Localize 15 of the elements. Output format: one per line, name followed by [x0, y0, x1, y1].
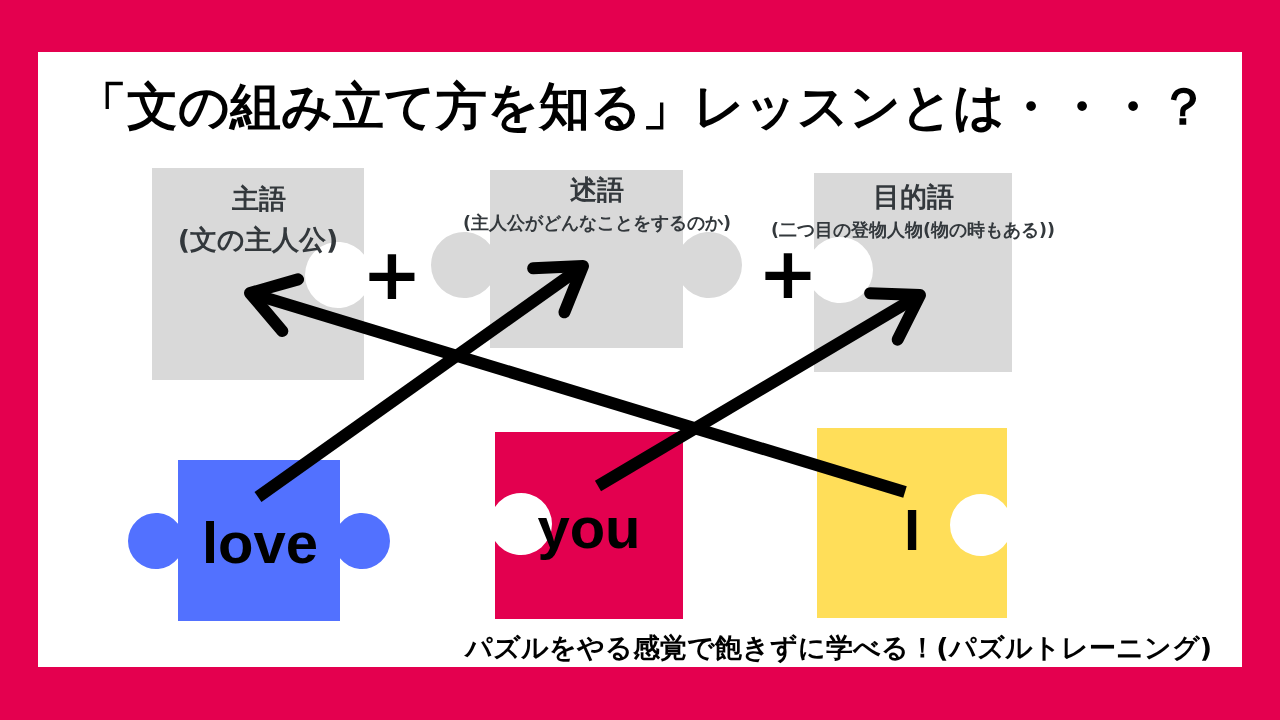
arrow [254, 260, 589, 502]
piece-heading: 述語 [570, 173, 624, 207]
title: 「文の組み立て方を知る」レッスンとは・・・？ [75, 76, 1209, 138]
plus-sign: + [757, 247, 819, 299]
piece-heading: 目的語 [872, 180, 954, 214]
caption: パズルをやる感覚で飽きずに学べる！(パズルトレーニング) [465, 631, 1212, 665]
arrow [594, 287, 926, 492]
plus-sign: + [361, 248, 423, 300]
piece-word: I [903, 500, 921, 559]
piece-heading: 主語 [232, 182, 286, 216]
piece-subtitle: (主人公がどんなことをするのか) [463, 212, 731, 234]
piece-subtitle: (文の主人公) [177, 223, 339, 257]
piece-word: love [201, 513, 319, 572]
piece-subtitle: (二つ目の登物人物(物の時もある)) [771, 219, 1055, 241]
arrow [244, 273, 907, 498]
